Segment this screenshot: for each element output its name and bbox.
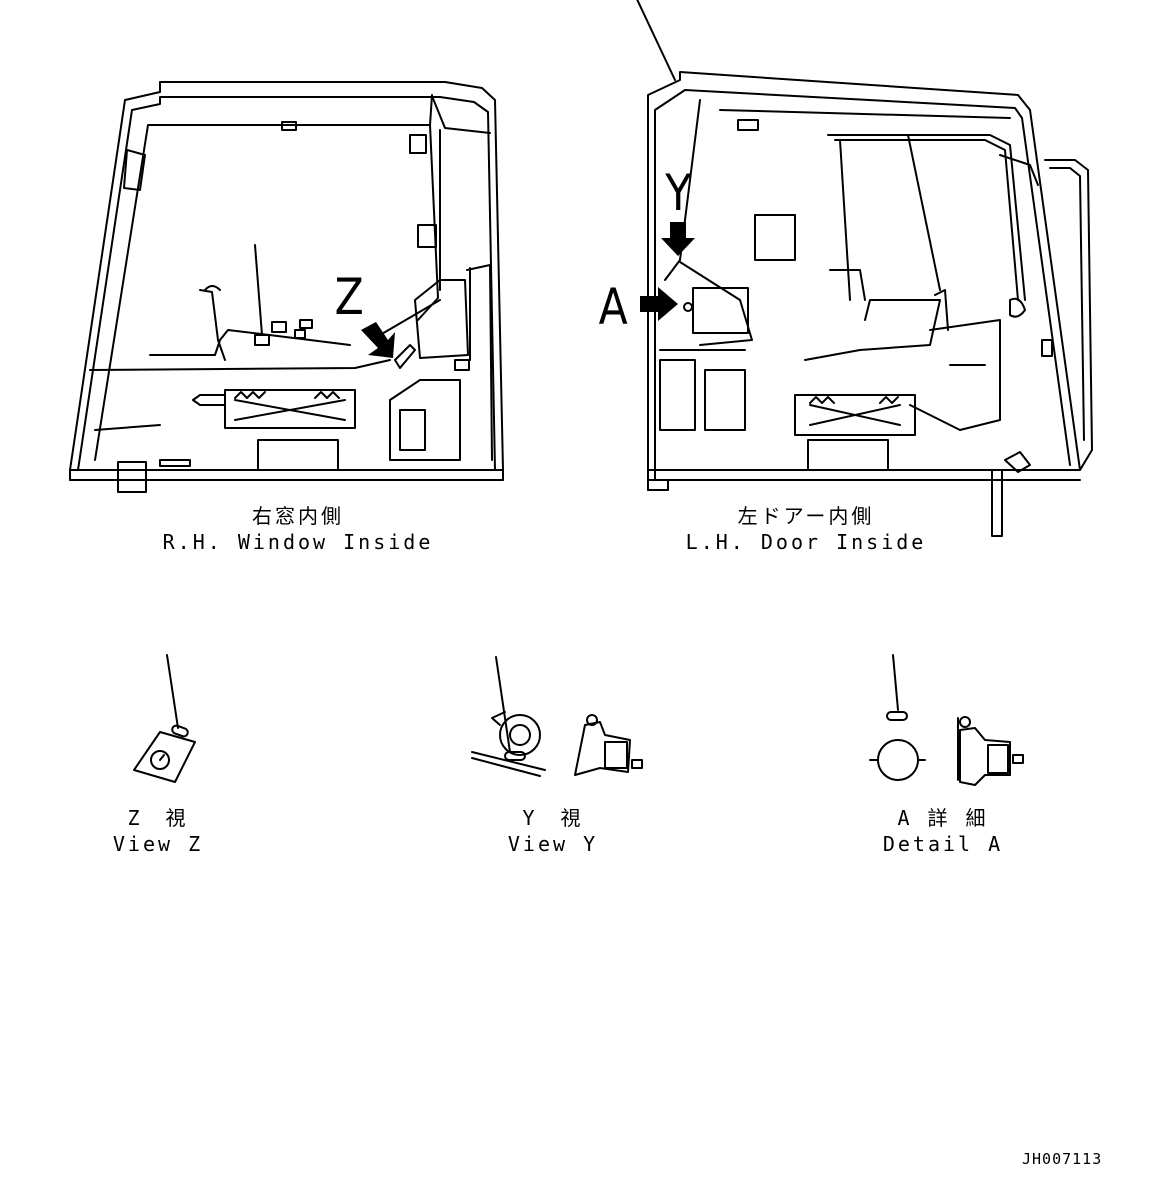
caption-view-y-jp: Y 視 (522, 806, 584, 830)
caption-detail-a-en: Detail A (882, 832, 1004, 856)
label-a: A (598, 278, 628, 336)
drawing-code: JH007113 (1022, 1150, 1103, 1168)
caption-lh-door-en: L.H. Door Inside (685, 530, 927, 554)
caption-view-z-en: View Z (112, 832, 204, 856)
caption-rh-window-jp: 右窓内側 (252, 504, 344, 528)
arrow-a (640, 287, 678, 321)
caption-rh-window-en: R.H. Window Inside (162, 530, 434, 554)
label-y: Y (665, 164, 692, 222)
rh-window-cab-drawing (69, 81, 504, 493)
view-y-detail (471, 656, 643, 777)
arrow-z (361, 322, 395, 358)
label-z: Z (334, 268, 364, 326)
caption-lh-door-jp: 左ドアー内側 (737, 504, 875, 528)
caption-view-z-jp: Z 視 (127, 806, 189, 830)
caption-view-y-en: View Y (507, 832, 599, 856)
detail-a-view (869, 654, 1024, 786)
caption-detail-a-jp: A 詳 細 (897, 806, 989, 830)
socket-marker (683, 302, 693, 312)
view-z-detail (133, 654, 196, 783)
arrow-y (661, 222, 695, 256)
lh-door-cab-drawing (636, 0, 1093, 537)
